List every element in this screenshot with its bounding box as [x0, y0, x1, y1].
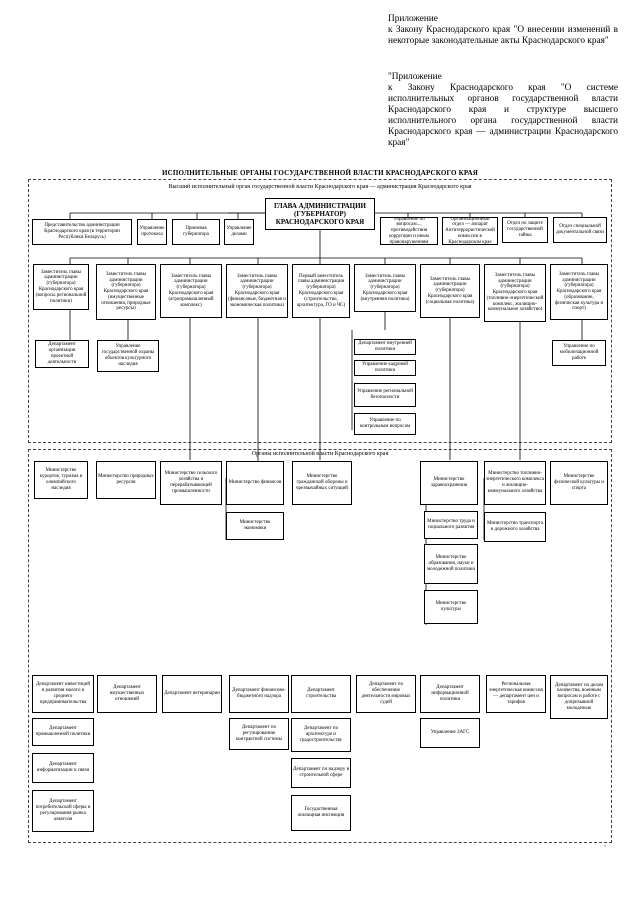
appendix-text: к Закону Краснодарского края "О внесении… — [388, 25, 618, 46]
protocol-box: Управление протокола — [137, 219, 167, 245]
appendix-header-2: "Приложение к Закону Краснодарского края… — [388, 72, 618, 149]
ministry-box: Министерство культуры — [424, 590, 478, 624]
closing-quote: " — [604, 846, 607, 851]
department-box: Управление кадровой политики — [354, 360, 416, 376]
ministry-box: Министерство здравоохранения — [420, 461, 478, 505]
deputy-box: Первый заместитель главы администрации (… — [292, 264, 350, 318]
special-comm-box: Отдел специальной документальной связи — [553, 217, 607, 243]
department-box: Департамент промышленной политики — [32, 718, 94, 746]
department-box: Департамент имущественных отношений — [97, 675, 157, 713]
department-box: Госудаственная жилищная инспекция — [291, 795, 351, 831]
department-box: Управление по контрольным вопросам — [354, 413, 416, 435]
department-box: Департамент по делам казачества, военным… — [550, 675, 608, 719]
department-box: Управление государственной охраны объект… — [97, 340, 159, 372]
department-box: Департамент информационной политики — [420, 675, 480, 713]
deputy-box: Заместитель главы администрации (губерна… — [226, 264, 288, 318]
department-box: Департамент по архитектуре и градостроит… — [291, 718, 351, 752]
deputy-box: Заместитель главы администрации (губерна… — [96, 264, 156, 320]
representation-box: Представительство администрации Краснода… — [32, 219, 132, 245]
ministry-box: Министерство финансов — [226, 461, 284, 505]
ministry-box: Министерство гражданской обороны и чрезв… — [292, 461, 352, 505]
department-box: Департамент потребительской сферы и регу… — [32, 790, 94, 832]
deputy-box: Заместитель главы администрации (губерна… — [420, 264, 480, 318]
ministry-box: Министерство транспорта и дорожного хозя… — [484, 512, 546, 542]
deputy-box: Заместитель главы администрации (губерна… — [354, 264, 416, 312]
department-box: Управление ЗАГС — [420, 718, 480, 748]
deputy-box: Заместитель главы администрации (губерна… — [484, 264, 546, 322]
ministry-box: Министерство природных ресурсов — [96, 461, 156, 499]
department-box: Департамент строительства — [291, 675, 351, 713]
anticorruption-box: Управление по вопросам..., противодейств… — [380, 217, 438, 245]
department-box: Департамент по обеспечению деятельности … — [356, 675, 416, 713]
chart-title: ИСПОЛНИТЕЛЬНЫЕ ОРГАНЫ ГОСУДАРСТВЕННОЙ ВЛ… — [161, 169, 478, 177]
department-box: Региональная энергетическая комиссия — д… — [486, 675, 546, 713]
ministry-box: Министерство образования, науки и молоде… — [424, 544, 478, 584]
appendix-label: Приложение — [388, 14, 438, 24]
affairs-box: Управление делами — [224, 219, 254, 245]
department-box: Департамент информатизации и связи — [32, 753, 94, 783]
reception-box: Приемная губернатора — [172, 219, 220, 245]
department-box: Департамент по регулированию контрактной… — [229, 718, 289, 750]
ministry-box: Министерство топливно-энергетического ко… — [484, 461, 546, 505]
ministry-box: Министерство экономики — [226, 512, 284, 540]
ministry-box: Министерство сельского хозяйства и перер… — [160, 461, 222, 505]
department-box: Департамент финансово-бюджетного надзора — [229, 675, 289, 713]
deputy-box: Заместитель главы администрации (губерна… — [550, 264, 608, 320]
antiterror-box: Организационный отдел — аппарат Антитерр… — [442, 217, 498, 245]
appendix-header-1: Приложение к Закону Краснодарского края … — [388, 14, 618, 47]
deputy-box: Заместитель главы администрации (губерна… — [160, 264, 222, 318]
appendix-text: к Закону Краснодарского края "О системе … — [388, 83, 618, 148]
ministry-box: Министерство физической культуры и спорт… — [550, 461, 608, 505]
department-box: Управление по мобилизационной работе — [552, 340, 606, 366]
secret-box: Отдел по защите государственной тайны — [502, 217, 548, 243]
top-frame-label: Высший исполнительный орган государствен… — [168, 184, 472, 190]
governor-box: ГЛАВА АДМИНИСТРАЦИИ (ГУБЕРНАТОР) КРАСНОД… — [265, 198, 375, 230]
department-box: Департамент организации проектной деятел… — [35, 340, 89, 368]
department-box: Департамент по надзору в строительной сф… — [291, 758, 351, 788]
ministry-box: Министерство труда и социального развити… — [424, 511, 478, 539]
ministry-box: Министерство курортов, туризма и олимпий… — [34, 461, 88, 499]
department-box: Департамент внутренней политики — [354, 339, 416, 355]
department-box: Департамент ветеринарии — [162, 675, 222, 713]
appendix-label: "Приложение — [388, 72, 442, 82]
department-box: Управление региональной безопасности — [354, 383, 416, 407]
department-box: Департамент инвестиций и развития малого… — [32, 675, 94, 713]
deputy-box: Заместитель главы администрации (губерна… — [33, 264, 89, 310]
